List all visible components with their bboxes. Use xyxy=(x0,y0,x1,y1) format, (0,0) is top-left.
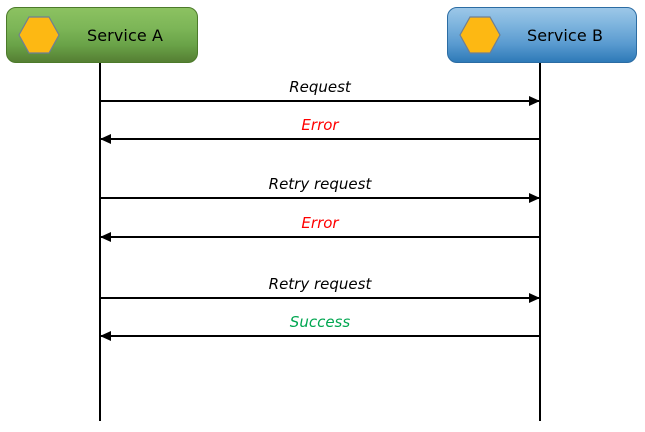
arrowhead-right-icon xyxy=(529,293,540,303)
arrowhead-left-icon xyxy=(100,134,111,144)
lifeline-service-b xyxy=(539,63,541,421)
message-line xyxy=(100,236,540,238)
lifeline-service-a xyxy=(99,63,101,421)
arrowhead-right-icon xyxy=(529,96,540,106)
message-label: Success xyxy=(289,313,351,331)
message-label: Retry request xyxy=(268,175,372,193)
hexagon-icon xyxy=(18,16,60,54)
message-label: Retry request xyxy=(268,275,372,293)
participant-service-a[interactable]: Service A xyxy=(6,7,198,63)
message-label: Request xyxy=(289,78,351,96)
arrowhead-left-icon xyxy=(100,331,111,341)
arrowhead-left-icon xyxy=(100,232,111,242)
participant-service-b[interactable]: Service B xyxy=(447,7,637,63)
arrowhead-right-icon xyxy=(529,193,540,203)
message-label: Error xyxy=(301,214,339,232)
message-label: Error xyxy=(301,116,339,134)
participant-label-service-a: Service A xyxy=(86,25,164,45)
hexagon-icon xyxy=(459,16,501,54)
message-line xyxy=(100,335,540,337)
message-line xyxy=(100,138,540,140)
participant-label-service-b: Service B xyxy=(526,25,604,45)
message-line xyxy=(100,100,540,102)
message-line xyxy=(100,297,540,299)
message-line xyxy=(100,197,540,199)
